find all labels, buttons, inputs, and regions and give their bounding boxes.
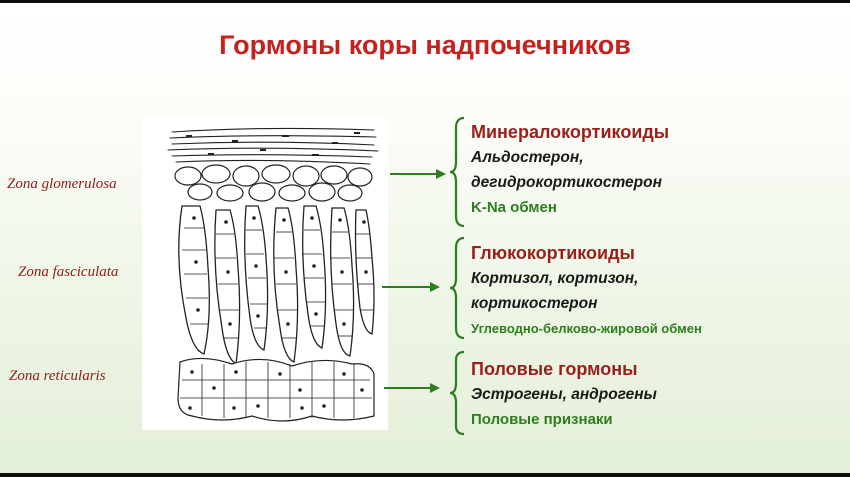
group-line: Эстрогены, андрогены bbox=[471, 386, 657, 403]
group-title: Минералокортикоиды bbox=[471, 122, 670, 142]
group-title: Глюкокортикоиды bbox=[471, 243, 635, 263]
curly-brace-icon bbox=[449, 236, 465, 340]
group-effect: Углеводно-белково-жировой обмен bbox=[471, 321, 702, 336]
hormone-group-sex-hormones: Половые гормоны Эстрогены, андрогены Пол… bbox=[471, 356, 657, 432]
group-title: Половые гормоны bbox=[471, 359, 638, 379]
arrow-icon bbox=[384, 383, 440, 393]
group-line: дегидрокортикостерон bbox=[471, 174, 662, 191]
bottom-border bbox=[0, 473, 850, 477]
curly-brace-icon bbox=[449, 350, 465, 436]
zone-label-fasciculata: Zona fasciculata bbox=[18, 264, 119, 280]
group-line: кортикостерон bbox=[471, 295, 598, 312]
group-line: Альдостерон, bbox=[471, 149, 584, 166]
arrow-icon bbox=[382, 282, 440, 292]
zone-label-reticularis: Zona reticularis bbox=[9, 368, 106, 384]
hormone-group-mineralocorticoids: Минералокортикоиды Альдостерон, дегидрок… bbox=[471, 119, 669, 220]
top-border bbox=[0, 0, 850, 3]
zone-label-glomerulosa: Zona glomerulosa bbox=[7, 176, 117, 192]
slide-title: Гормоны коры надпочечников bbox=[219, 30, 631, 60]
hormone-group-glucocorticoids: Глюкокортикоиды Кортизол, кортизон, корт… bbox=[471, 240, 702, 341]
histology-drawing bbox=[167, 127, 379, 422]
group-effect: K-Na обмен bbox=[471, 199, 557, 216]
group-line: Кортизол, кортизон, bbox=[471, 270, 639, 287]
curly-brace-icon bbox=[449, 116, 465, 228]
adrenal-cortex-histology-figure bbox=[142, 118, 388, 430]
arrow-icon bbox=[390, 169, 446, 179]
group-effect: Половые признаки bbox=[471, 411, 613, 428]
